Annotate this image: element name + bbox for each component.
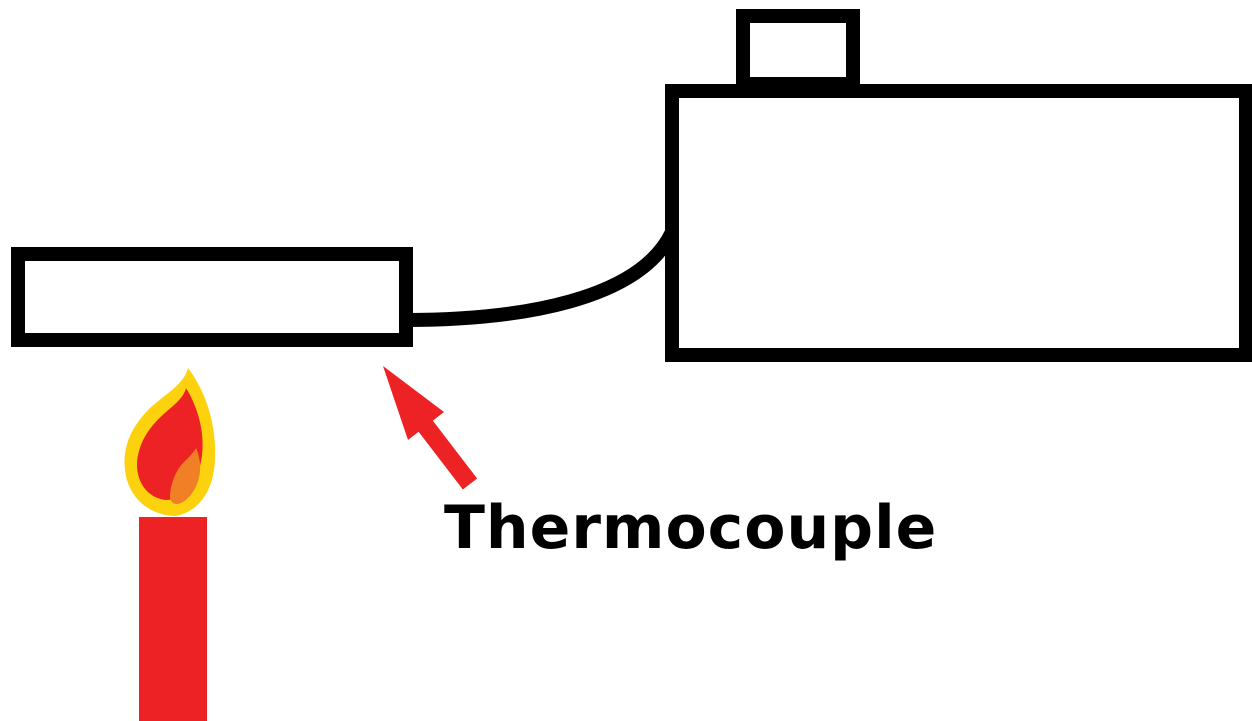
meter-body — [665, 84, 1252, 362]
thermocouple-probe — [11, 247, 413, 347]
arrow-up-left-icon — [383, 366, 478, 490]
candle-icon — [139, 517, 207, 721]
thermocouple-label: Thermocouple — [444, 493, 937, 563]
flame-icon — [124, 368, 216, 516]
meter-knob — [736, 9, 860, 91]
thermocouple-cable — [405, 228, 679, 327]
